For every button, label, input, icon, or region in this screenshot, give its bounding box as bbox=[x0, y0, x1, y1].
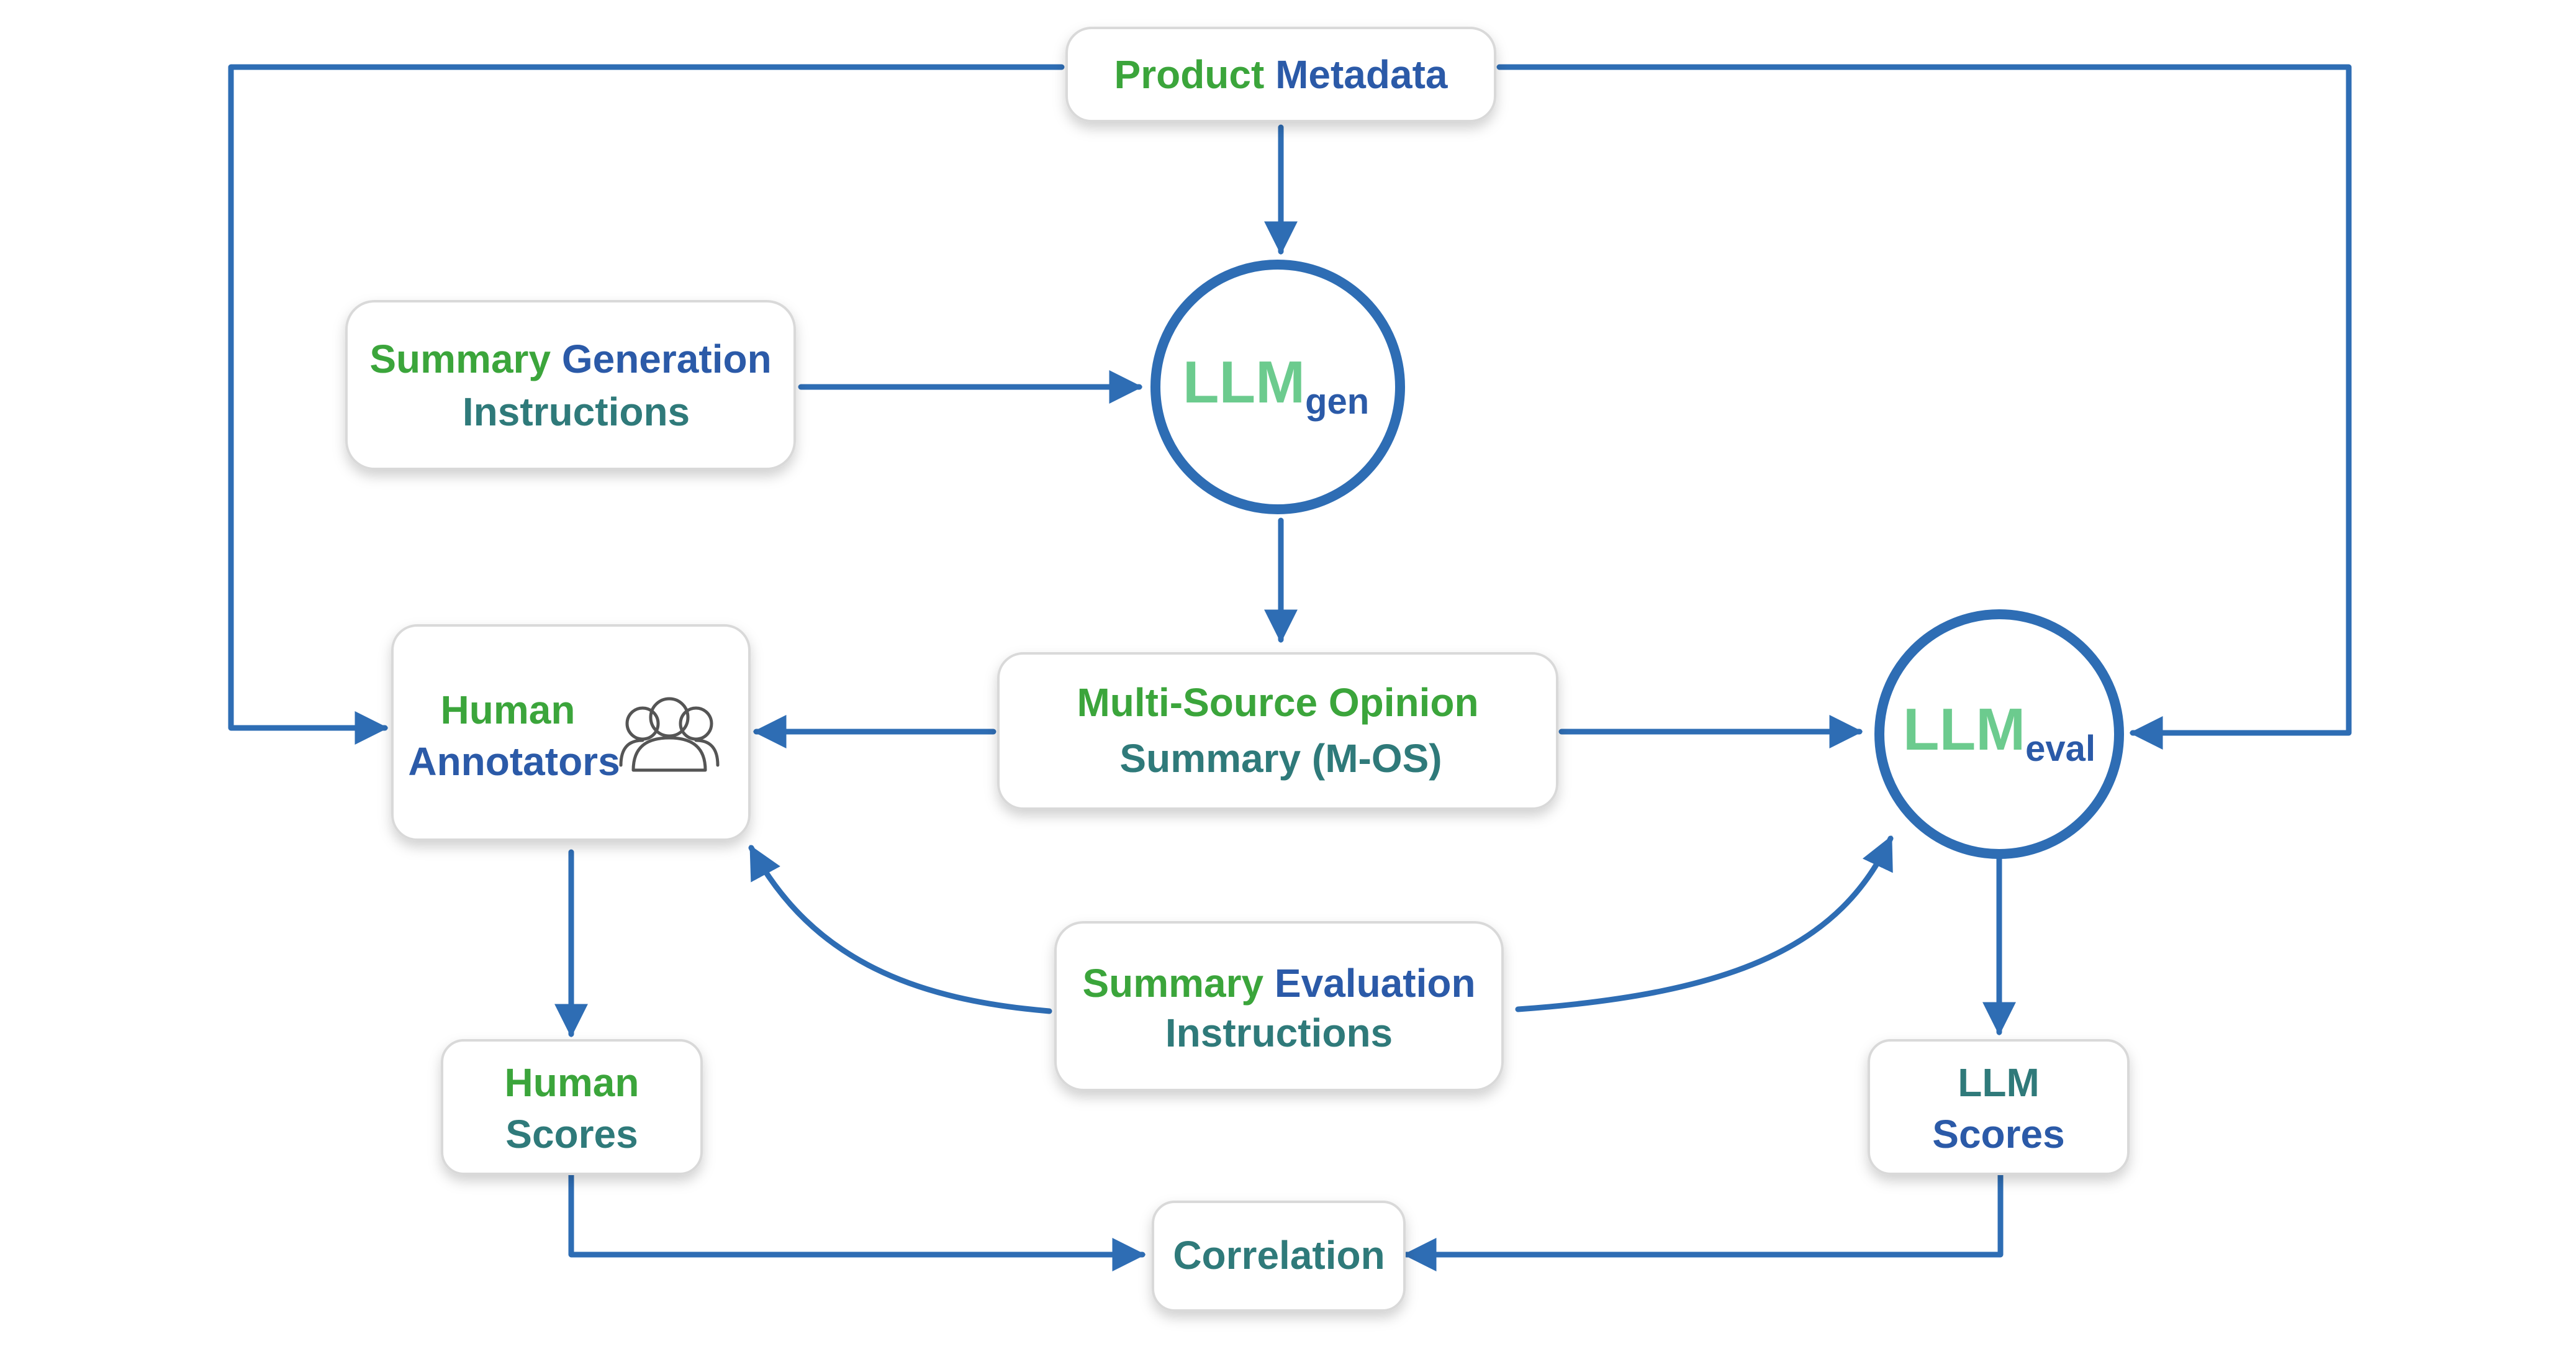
human-annotators-node: Human Annotators bbox=[391, 624, 751, 841]
summary-gen-word-1: Summary bbox=[369, 337, 551, 381]
svg-text:Summary Generation: Summary Generation bbox=[369, 337, 771, 381]
llm-eval-main: LLM bbox=[1903, 696, 2025, 763]
human-annotators-line-2: Annotators bbox=[408, 739, 620, 784]
metadata-label: Metadata bbox=[1275, 52, 1448, 97]
llm-scores-node: LLM Scores bbox=[1868, 1039, 2130, 1175]
llm-gen-node: LLMgen bbox=[1150, 260, 1405, 514]
llm-eval-sub: eval bbox=[2025, 729, 2095, 769]
summary-evaluation-instructions-node: Summary Evaluation Instructions bbox=[1054, 921, 1504, 1091]
mos-line-1: Multi-Source Opinion bbox=[1077, 680, 1478, 725]
llm-scores-line-1: LLM bbox=[1958, 1060, 2040, 1105]
mos-line-2: Summary (M-OS) bbox=[1119, 736, 1442, 781]
summary-gen-line-2: Instructions bbox=[463, 389, 690, 434]
svg-text:Product Metadata: Product Metadata bbox=[1114, 52, 1448, 97]
arrow-metadata-to-llmeval bbox=[1496, 64, 2352, 750]
product-label: Product bbox=[1114, 52, 1265, 97]
arrow-metadata-to-annotators bbox=[228, 64, 1065, 745]
svg-text:Summary Evaluation: Summary Evaluation bbox=[1082, 961, 1475, 1006]
summary-eval-line-2: Instructions bbox=[1165, 1011, 1393, 1055]
llm-gen-sub: gen bbox=[1305, 381, 1369, 422]
svg-text:LLMgen: LLMgen bbox=[1183, 349, 1369, 422]
arrow-humanscores-to-correlation bbox=[568, 1171, 1146, 1271]
people-icon bbox=[619, 697, 720, 772]
summary-eval-word-1: Summary bbox=[1082, 961, 1263, 1006]
svg-text:LLMeval: LLMeval bbox=[1903, 696, 2095, 769]
multi-source-opinion-summary-node: Multi-Source Opinion Summary (M-OS) bbox=[997, 652, 1558, 810]
summary-eval-word-2: Evaluation bbox=[1275, 961, 1476, 1006]
llm-eval-node: LLMeval bbox=[1874, 609, 2124, 859]
arrow-evalinstr-to-annotators bbox=[748, 845, 1052, 1014]
summary-gen-word-2: Generation bbox=[562, 337, 772, 381]
llm-scores-line-2: Scores bbox=[1932, 1112, 2064, 1156]
arrow-llmscores-to-correlation bbox=[1403, 1171, 2004, 1271]
human-annotators-line-1: Human bbox=[441, 688, 576, 732]
arrow-evalinstr-to-llmeval bbox=[1515, 835, 1894, 1012]
correlation-label: Correlation bbox=[1173, 1233, 1385, 1278]
human-scores-line-2: Scores bbox=[505, 1112, 638, 1156]
llm-gen-main: LLM bbox=[1183, 349, 1305, 416]
product-metadata-node: Product Metadata bbox=[1065, 27, 1496, 122]
summary-generation-instructions-node: Summary Generation Instructions bbox=[345, 300, 796, 470]
correlation-node: Correlation bbox=[1152, 1201, 1406, 1312]
human-scores-line-1: Human bbox=[505, 1060, 639, 1105]
human-scores-node: Human Scores bbox=[441, 1039, 703, 1175]
